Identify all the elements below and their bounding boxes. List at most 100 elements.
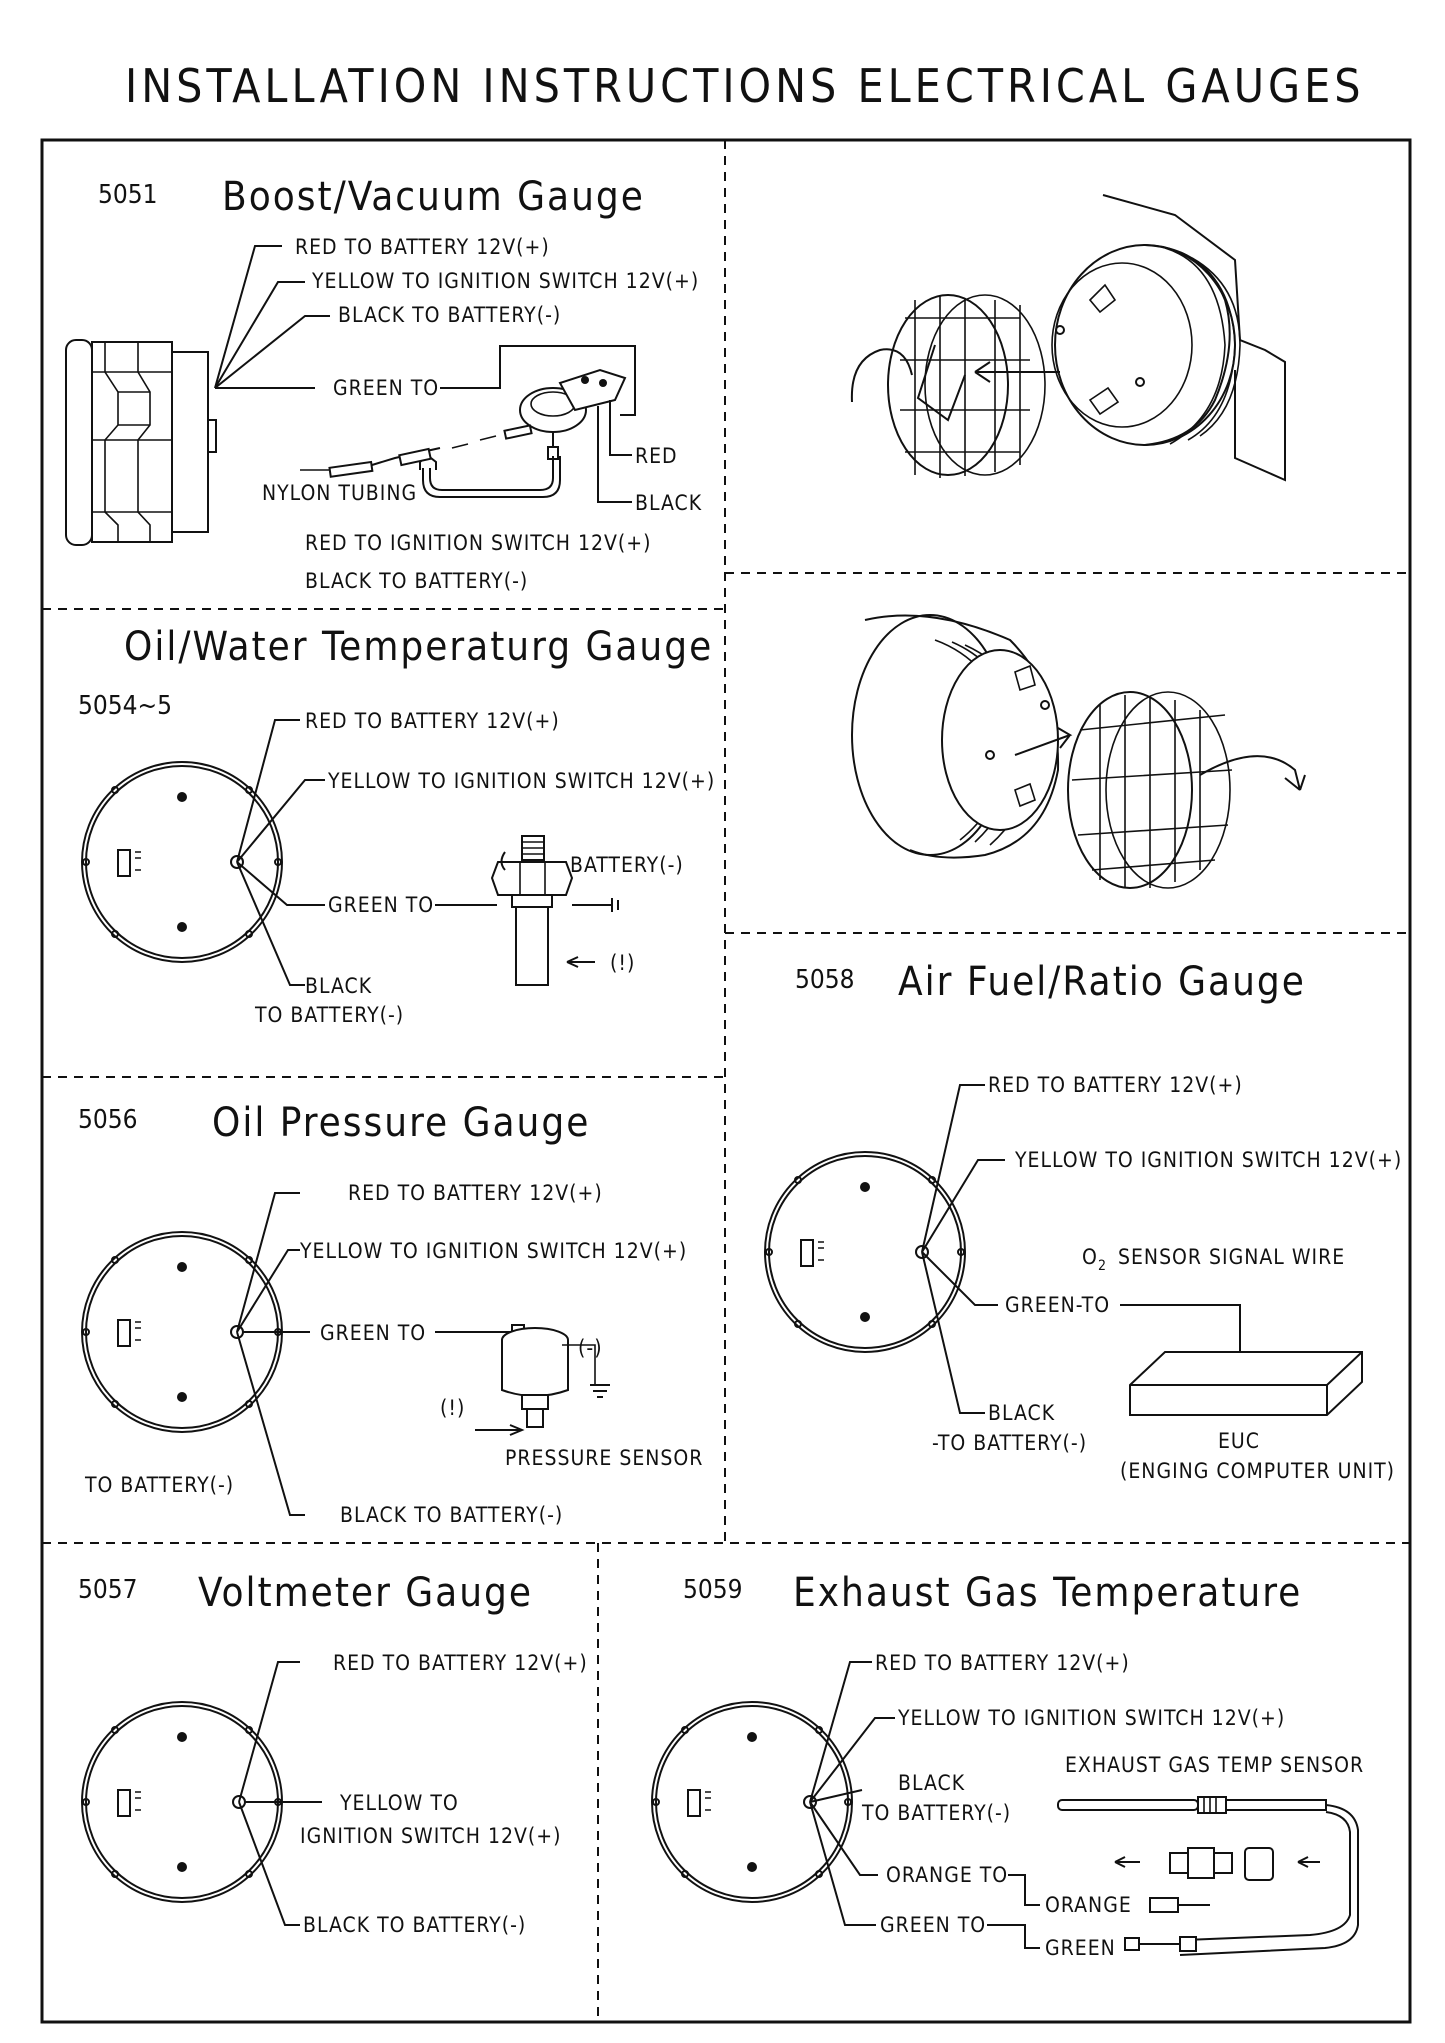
egt-orange-to-label: ORANGE TO — [886, 1863, 1008, 1887]
egt-black-label-1: BLACK — [898, 1771, 965, 1795]
temp-arrow — [566, 956, 595, 968]
panel-exhaust-gas-temp: 5059 Exhaust Gas Temperature RED TO BATT… — [651, 1570, 1364, 1960]
egt-orange-wire — [809, 1801, 878, 1876]
panel-voltmeter: 5057 Voltmeter Gauge RED TO BATTERY 12V(… — [78, 1570, 588, 1937]
temp-black-label-1: BLACK — [305, 974, 372, 998]
oil-to-battery-label: TO BATTERY(-) — [84, 1473, 234, 1497]
oil-red-label: RED TO BATTERY 12V(+) — [348, 1181, 603, 1205]
oil-model-number: 5056 — [78, 1105, 138, 1135]
volt-black-wire — [238, 1801, 300, 1926]
afr-o2-letter: O — [1082, 1245, 1098, 1269]
egt-orange-label: ORANGE — [1045, 1893, 1132, 1917]
temp-title: Oil/Water Temperaturg Gauge — [124, 624, 713, 670]
oil-minus-label: (-) — [578, 1336, 603, 1360]
afr-black-label-1: BLACK — [988, 1401, 1055, 1425]
afr-euc-label-1: EUC — [1218, 1429, 1260, 1453]
egt-sensor-label: EXHAUST GAS TEMP SENSOR — [1065, 1753, 1364, 1777]
boost-gauge-side-view — [65, 339, 217, 546]
egt-model-number: 5059 — [683, 1575, 743, 1605]
volt-yellow-label-2: IGNITION SWITCH 12V(+) — [300, 1824, 562, 1848]
oil-ground-symbol — [590, 1384, 610, 1398]
boost-tubing-label: NYLON TUBING — [262, 481, 417, 505]
boost-black-label: BLACK TO BATTERY(-) — [338, 303, 561, 327]
oil-bang: (!) — [440, 1396, 465, 1420]
afr-black-label-2: -TO BATTERY(-) — [932, 1431, 1087, 1455]
volt-black-label: BLACK TO BATTERY(-) — [303, 1913, 526, 1937]
afr-o2-sensor-label: SENSOR SIGNAL WIRE — [1118, 1245, 1345, 1269]
boost-title: Boost/Vacuum Gauge — [222, 174, 645, 220]
egt-yellow-label: YELLOW TO IGNITION SWITCH 12V(+) — [897, 1706, 1285, 1730]
egt-red-label: RED TO BATTERY 12V(+) — [875, 1651, 1130, 1675]
boost-sender-red-label: RED — [635, 444, 678, 468]
temp-battery-label: BATTERY(-) — [570, 853, 684, 877]
egt-connectors — [1124, 1897, 1210, 1952]
bracket-bottom — [1067, 691, 1233, 889]
egt-black-wire — [809, 1789, 863, 1803]
temp-red-label: RED TO BATTERY 12V(+) — [305, 709, 560, 733]
boost-pressure-sender — [519, 368, 627, 460]
temp-bang: (!) — [610, 951, 635, 975]
volt-yellow-label-1: YELLOW TO — [339, 1791, 459, 1815]
boost-yellow-label: YELLOW TO IGNITION SWITCH 12V(+) — [311, 269, 699, 293]
egt-green-lead — [987, 1924, 1040, 1949]
afr-title: Air Fuel/Ratio Gauge — [898, 959, 1306, 1005]
egt-red-wire — [809, 1661, 872, 1803]
oil-yellow-wire — [236, 1249, 300, 1333]
temp-green-wire — [236, 861, 325, 906]
oil-red-wire — [236, 1192, 300, 1333]
volt-title: Voltmeter Gauge — [198, 1570, 533, 1616]
temp-black-label-2: TO BATTERY(-) — [254, 1003, 404, 1027]
volt-red-wire — [238, 1661, 300, 1803]
afr-red-wire — [921, 1084, 985, 1253]
boost-sender-black-wire — [597, 406, 632, 503]
afr-yellow-label: YELLOW TO IGNITION SWITCH 12V(+) — [1014, 1148, 1402, 1172]
boost-note-black: BLACK TO BATTERY(-) — [305, 569, 528, 593]
oil-title: Oil Pressure Gauge — [212, 1100, 590, 1146]
afr-euc-box — [1129, 1351, 1363, 1416]
afr-euc-label-2: (ENGING COMPUTER UNIT) — [1120, 1459, 1395, 1483]
afr-model-number: 5058 — [795, 965, 855, 995]
mounting-illustration-top — [850, 194, 1286, 482]
temp-yellow-label: YELLOW TO IGNITION SWITCH 12V(+) — [327, 769, 715, 793]
mounting-illustration-bottom — [851, 614, 1306, 889]
afr-o2-subscript: 2 — [1098, 1258, 1106, 1274]
boost-green-label: GREEN TO — [333, 376, 439, 400]
volt-model-number: 5057 — [78, 1575, 138, 1605]
egt-green-label: GREEN — [1045, 1936, 1116, 1960]
afr-black-wire — [921, 1251, 985, 1414]
oil-black-wire — [236, 1331, 305, 1516]
boost-green-wire — [440, 345, 636, 416]
boost-wire-fan — [214, 245, 330, 389]
oil-black-label: BLACK TO BATTERY(-) — [340, 1503, 563, 1527]
volt-red-label: RED TO BATTERY 12V(+) — [333, 1651, 588, 1675]
oil-pressure-sensor — [501, 1324, 596, 1428]
boost-sender-red-wire — [609, 400, 632, 456]
egt-title: Exhaust Gas Temperature — [793, 1570, 1302, 1616]
temp-black-wire — [236, 861, 305, 986]
afr-green-label: GREEN-TO — [1005, 1293, 1110, 1317]
afr-red-label: RED TO BATTERY 12V(+) — [988, 1073, 1243, 1097]
oil-arrow — [475, 1424, 525, 1436]
bracket-top — [887, 294, 1046, 478]
boost-model-number: 5051 — [98, 180, 158, 210]
temp-gauge-face — [81, 761, 283, 963]
temp-model-number: 5054~5 — [78, 691, 172, 721]
oil-sensor-label: PRESSURE SENSOR — [505, 1446, 703, 1470]
egt-gauge-face — [651, 1701, 853, 1903]
panel-air-fuel-ratio: 5058 Air Fuel/Ratio Gauge RED TO BATTERY… — [764, 959, 1402, 1483]
page-title: INSTALLATION INSTRUCTIONS ELECTRICAL GAU… — [125, 59, 1365, 113]
egt-orange-lead — [1008, 1874, 1040, 1906]
boost-red-label: RED TO BATTERY 12V(+) — [295, 235, 550, 259]
temp-red-wire — [236, 719, 300, 863]
panel-temperature: Oil/Water Temperaturg Gauge 5054~5 RED T… — [78, 624, 715, 1027]
temp-ground-symbol — [572, 898, 619, 912]
afr-yellow-wire — [921, 1159, 1005, 1253]
egt-green-to-label: GREEN TO — [880, 1913, 986, 1937]
temp-green-label: GREEN TO — [328, 893, 434, 917]
egt-compression-fitting — [1114, 1847, 1320, 1881]
afr-gauge-face — [764, 1151, 966, 1353]
panel-boost-vacuum: 5051 Boost/Vacuum Gauge RED TO BATTERY 1… — [65, 174, 702, 593]
boost-sender-black-label: BLACK — [635, 491, 702, 515]
boost-nylon-tubing — [300, 424, 561, 498]
